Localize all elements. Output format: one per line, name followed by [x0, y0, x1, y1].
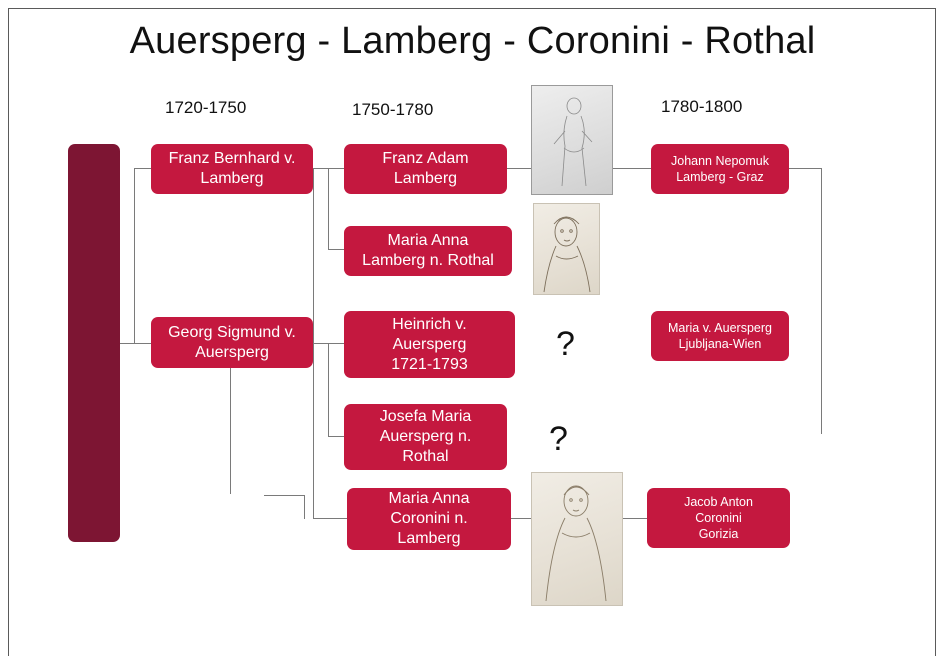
- node-jacob-anton-coronini-gorizia: Jacob Anton Coronini Gorizia: [647, 488, 790, 548]
- connector: [264, 495, 305, 496]
- node-maria-v-auersperg: Maria v. Auersperg Ljubljana-Wien: [651, 311, 789, 361]
- connector: [304, 495, 305, 519]
- era-label-1720-1750: 1720-1750: [165, 98, 247, 117]
- unknown-portrait-marker: ?: [549, 420, 568, 458]
- node-georg-sigmund-v-auersperg: Georg Sigmund v. Auersperg: [151, 317, 313, 368]
- connector: [328, 436, 344, 437]
- node-josefa-maria-auersperg-n-rothal: Josefa Maria Auersperg n. Rothal: [344, 404, 507, 470]
- connector: [134, 168, 135, 344]
- connector: [328, 168, 329, 250]
- diagram-frame: [8, 8, 936, 656]
- connector: [134, 343, 151, 344]
- connector: [313, 518, 347, 519]
- connector: [328, 343, 329, 437]
- connector: [789, 168, 822, 169]
- era-label-1750-1780: 1750-1780: [352, 100, 434, 119]
- node-maria-anna-coronini-n-lamberg: Maria Anna Coronini n. Lamberg: [347, 488, 511, 550]
- connector: [623, 518, 647, 519]
- portrait-drawing-franz-adam: [531, 85, 613, 195]
- era-label-1780-1800: 1780-1800: [661, 97, 743, 116]
- connector: [328, 249, 344, 250]
- connector: [507, 168, 531, 169]
- node-heinrich-v-auersperg: Heinrich v. Auersperg 1721-1793: [344, 311, 515, 378]
- node-franz-bernhard-v-lamberg: Franz Bernhard v. Lamberg: [151, 144, 313, 194]
- node-franz-adam-lamberg: Franz Adam Lamberg: [344, 144, 507, 194]
- family-bar: [68, 144, 120, 542]
- unknown-portrait-marker: ?: [556, 325, 575, 363]
- node-maria-anna-lamberg-n-rothal: Maria Anna Lamberg n. Rothal: [344, 226, 512, 276]
- connector: [511, 518, 531, 519]
- node-johann-nepomuk-lamberg-graz: Johann Nepomuk Lamberg - Graz: [651, 144, 789, 194]
- portrait-drawing-maria-anna-coronini: [531, 472, 623, 606]
- page-title: Auersperg - Lamberg - Coronini - Rothal: [129, 20, 816, 62]
- connector: [120, 343, 134, 344]
- connector: [613, 168, 651, 169]
- portrait-drawing-maria-anna-lamberg: [533, 203, 600, 295]
- connector: [821, 168, 822, 434]
- connector: [134, 168, 151, 169]
- connector: [230, 368, 231, 494]
